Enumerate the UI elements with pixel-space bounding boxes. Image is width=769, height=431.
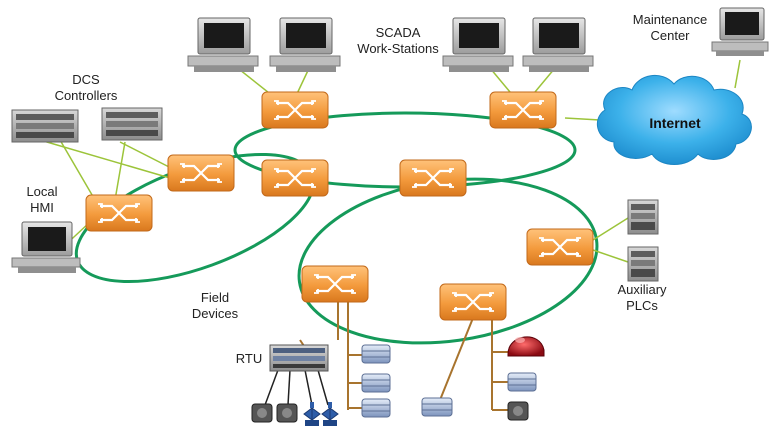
rtu-label: RTU <box>236 351 262 366</box>
maintenance-label-line2: Center <box>650 28 690 43</box>
maintenance-workstation <box>711 7 769 56</box>
field-sensor-right <box>507 401 529 421</box>
scada-workstation-2 <box>269 17 341 72</box>
aux-plc-1 <box>627 199 659 235</box>
rtu-drop-lines <box>264 369 329 406</box>
aux-plc-2 <box>627 246 659 282</box>
scada-workstation-1 <box>187 17 259 72</box>
field-device-stack-5 <box>507 372 537 392</box>
scada-workstation-3 <box>442 17 514 72</box>
dcs-label-line1: DCS <box>72 72 100 87</box>
hmi-workstation <box>11 221 81 273</box>
switch-field-right <box>439 283 507 321</box>
field-device-stack-1 <box>361 344 391 364</box>
switch-center-left <box>261 159 329 197</box>
switch-dcs <box>167 154 235 192</box>
hmi-label-line2: HMI <box>30 200 54 215</box>
maintenance-label-line1: Maintenance <box>633 12 707 27</box>
dcs-controller-1 <box>11 109 79 143</box>
scada-label-line1: SCADA <box>376 25 421 40</box>
field-device-stack-2 <box>361 373 391 393</box>
alarm-beacon-icon <box>507 336 545 357</box>
switch-center-right <box>399 159 467 197</box>
rtu-valve-1 <box>303 402 321 426</box>
switch-aux <box>526 228 594 266</box>
scada-label-line2: Work-Stations <box>357 41 439 56</box>
dcs-controller-2 <box>101 107 163 141</box>
scada-workstation-4 <box>522 17 594 72</box>
hmi-label-line1: Local <box>26 184 57 199</box>
rtu-valve-2 <box>321 402 339 426</box>
aux-label-line2: PLCs <box>626 298 658 313</box>
rtu-sensor-2 <box>276 403 298 423</box>
aux-label-line1: Auxiliary <box>617 282 667 297</box>
switch-scada-left <box>261 91 329 129</box>
internet-cloud: Internet <box>596 75 752 165</box>
switch-scada-right <box>489 91 557 129</box>
field-device-stack-3 <box>361 398 391 418</box>
field-label-line2: Devices <box>192 306 239 321</box>
rtu-sensor-1 <box>251 403 273 423</box>
dcs-label-line2: Controllers <box>55 88 118 103</box>
switch-field-left <box>301 265 369 303</box>
field-device-stack-4 <box>421 397 453 417</box>
field-label-line1: Field <box>201 290 229 305</box>
rtu-unit <box>269 344 329 372</box>
switch-hmi <box>85 194 153 232</box>
internet-label: Internet <box>649 115 701 131</box>
network-rings <box>74 111 599 345</box>
